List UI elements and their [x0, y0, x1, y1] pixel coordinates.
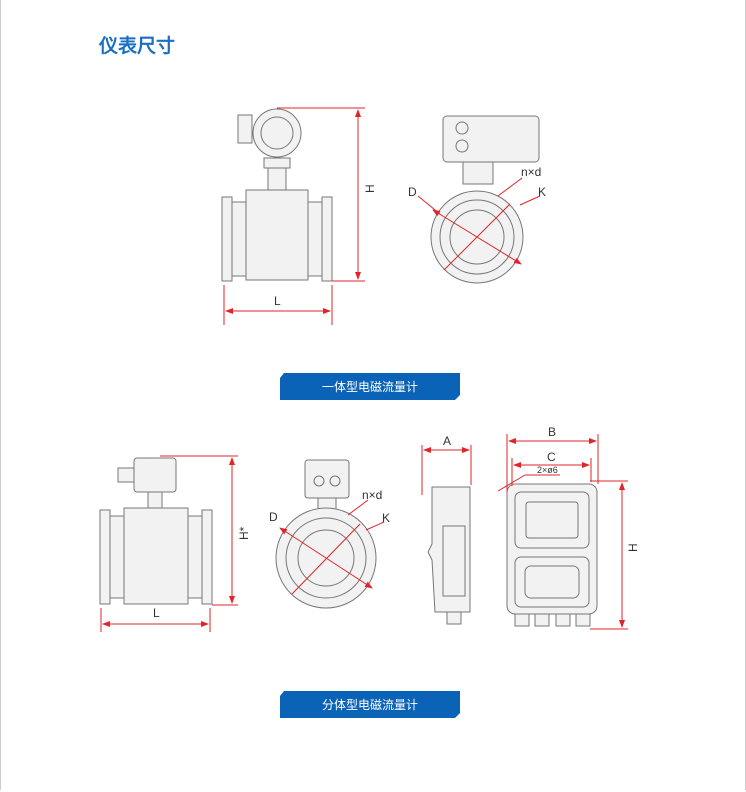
- converter-front-view: B C 2×ø6 H: [497, 425, 640, 630]
- dim-label-D2: D: [269, 510, 278, 524]
- dim-label-K: K: [538, 185, 546, 199]
- dim-label-H: H: [363, 184, 377, 193]
- dim-label-Hstar: H*: [237, 526, 251, 540]
- dim-label-L2: L: [153, 606, 160, 620]
- remote-side-view: L H*: [99, 455, 251, 632]
- integrated-front-view: D n×d K: [408, 115, 546, 284]
- dim-label-H2: H: [626, 543, 640, 552]
- dim-label-nd: n×d: [521, 165, 541, 179]
- dim-label-A: A: [443, 434, 451, 448]
- dim-label-L: L: [274, 294, 281, 308]
- dim-label-K2: K: [382, 511, 390, 525]
- dim-label-C: C: [547, 450, 556, 464]
- remote-front-view: D n×d K: [269, 459, 390, 609]
- integrated-flowmeter-banner: 一体型电磁流量计: [280, 373, 460, 400]
- converter-side-view: A: [421, 434, 472, 625]
- page-title: 仪表尺寸: [99, 35, 176, 57]
- dim-label-B: B: [548, 425, 556, 439]
- dim-label-nd2: n×d: [362, 488, 382, 502]
- dim-label-D: D: [408, 185, 417, 199]
- integrated-side-view: L H: [221, 107, 377, 325]
- dim-label-holes: 2×ø6: [537, 465, 558, 475]
- remote-flowmeter-banner: 分体型电磁流量计: [280, 691, 460, 718]
